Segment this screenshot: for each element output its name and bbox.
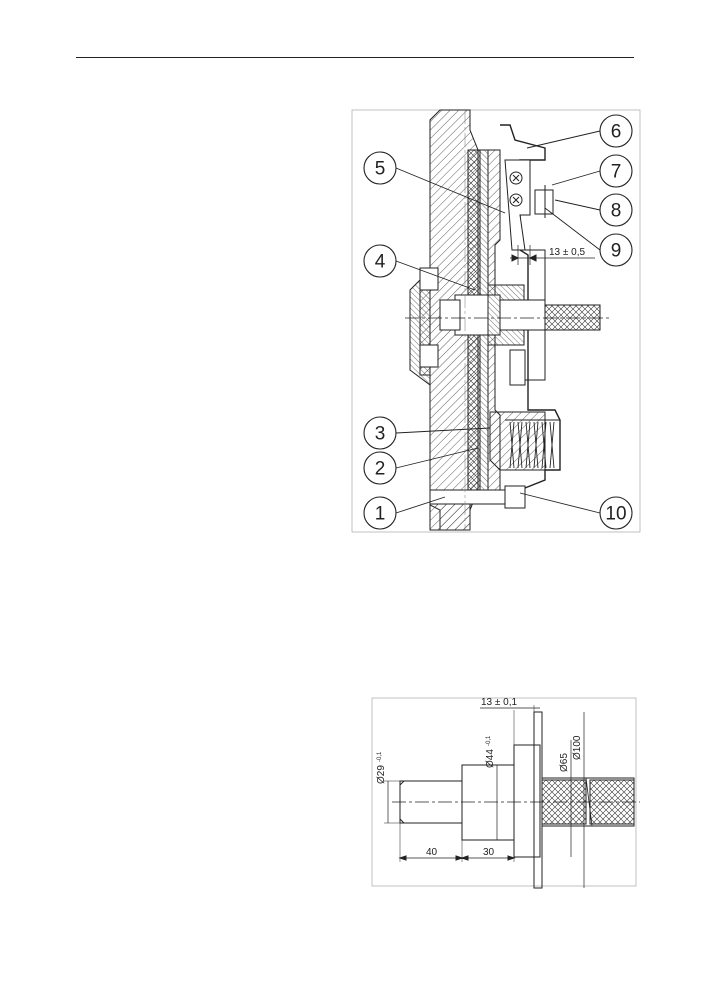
pressure-spring xyxy=(505,419,561,471)
offset-dimension-label: 13 ± 0,1 xyxy=(481,697,518,708)
callout-3-label: 3 xyxy=(375,424,386,445)
callout-4-circle xyxy=(363,244,397,278)
dia-65-label: Ø65 xyxy=(559,753,570,772)
callout-7-label: 7 xyxy=(611,162,622,183)
callout-3-circle xyxy=(363,416,397,450)
dia-29-label: Ø29 xyxy=(376,765,387,784)
callout-leaders xyxy=(395,130,601,514)
callout-6-label: 6 xyxy=(611,122,622,143)
dia-100-label: Ø100 xyxy=(572,735,583,760)
length-30-label: 30 xyxy=(483,847,495,858)
callout-10-label: 10 xyxy=(605,504,626,525)
shaft-dimension-labels: 13 ± 0,1 40 30 Ø29 -0,1 Ø44 -0,1 Ø65 Ø10… xyxy=(376,697,583,858)
callout-1-label: 1 xyxy=(375,504,386,525)
callout-5-circle xyxy=(363,151,397,185)
callout-2-label: 2 xyxy=(375,459,386,480)
dia-29-tolerance: -0,1 xyxy=(377,751,383,762)
callout-5-label: 5 xyxy=(375,159,386,180)
callout-1-circle xyxy=(363,496,397,530)
callout-2-circle xyxy=(363,451,397,485)
callout-10-circle xyxy=(599,496,633,530)
callout-9-label: 9 xyxy=(611,241,622,262)
shaft-dimension-drawing xyxy=(371,697,640,889)
header-rule xyxy=(76,57,634,58)
dia-44-tolerance: -0,1 xyxy=(486,735,492,746)
gap-dimension-label: 13 ± 0,5 xyxy=(549,247,586,258)
callout-7-circle xyxy=(599,154,633,188)
callout-8-label: 8 xyxy=(611,201,622,222)
length-40-label: 40 xyxy=(426,847,438,858)
clutch-assembly-drawing xyxy=(351,109,641,533)
callout-8-circle xyxy=(599,193,633,227)
callout-9-circle xyxy=(599,233,633,267)
dia-44-label: Ø44 xyxy=(485,749,496,768)
callout-6-circle xyxy=(599,114,633,148)
callout-4-label: 4 xyxy=(375,252,386,273)
